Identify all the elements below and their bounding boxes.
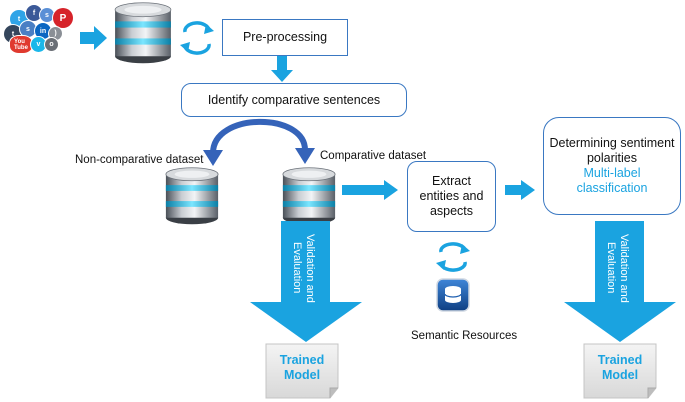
validation-right-line-1: Validation and bbox=[618, 233, 630, 303]
comparative-database-icon bbox=[282, 167, 336, 225]
trained-model-doc-right bbox=[583, 343, 657, 399]
identify-box: Identify comparative sentences bbox=[181, 83, 407, 117]
non-comparative-dataset-label: Non-comparative dataset bbox=[75, 154, 204, 166]
trained-model-right-line-1: Trained bbox=[597, 353, 643, 367]
trained-model-left-line-2: Model bbox=[283, 368, 321, 382]
extract-box: Extract entities and aspects bbox=[407, 161, 496, 232]
determining-box: Determining sentiment polarities Multi-l… bbox=[543, 117, 681, 215]
multilabel-line-1: Multi-label bbox=[583, 166, 641, 180]
message-icon: s bbox=[20, 21, 36, 37]
validation-left-line-1: Validation and bbox=[304, 233, 316, 303]
trained-model-label-right: Trained Model bbox=[590, 353, 650, 383]
extract-line-3: aspects bbox=[429, 204, 474, 218]
validation-arrow-right bbox=[564, 221, 676, 342]
preprocessing-label: Pre-processing bbox=[242, 30, 328, 44]
non-comparative-database-icon bbox=[165, 167, 219, 225]
multilabel-line-2: classification bbox=[576, 181, 648, 195]
validation-arrow-left bbox=[250, 221, 362, 342]
validation-left-line-2: Evaluation bbox=[291, 242, 303, 294]
arrow-pre-to-identify bbox=[271, 54, 293, 82]
arrow-comparative-to-extract bbox=[342, 180, 398, 200]
semantic-resources-icon bbox=[436, 278, 470, 312]
split-curve bbox=[210, 118, 308, 154]
arrow-extract-to-determining bbox=[505, 180, 535, 200]
globe-icon: o bbox=[45, 38, 58, 51]
comparative-dataset-label: Comparative dataset bbox=[320, 150, 427, 162]
validation-label-left: Validation and Evaluation bbox=[290, 228, 316, 308]
linkedin-icon: in bbox=[35, 23, 51, 39]
identify-label: Identify comparative sentences bbox=[207, 92, 381, 107]
rss-icon: ) bbox=[49, 27, 62, 40]
preprocessing-box: Pre-processing bbox=[222, 19, 348, 56]
semantic-resources-label: Semantic Resources bbox=[411, 330, 518, 342]
determining-line-1: Determining sentiment bbox=[549, 136, 675, 150]
trained-model-left-line-1: Trained bbox=[279, 353, 325, 367]
chat-icon: s bbox=[40, 8, 54, 22]
pinterest-icon: P bbox=[53, 8, 73, 28]
vimeo-icon: v bbox=[31, 37, 46, 52]
trained-model-label-left: Trained Model bbox=[272, 353, 332, 383]
facebook-icon: f bbox=[26, 5, 42, 21]
trained-model-doc-left bbox=[265, 343, 339, 399]
extract-line-1: Extract bbox=[432, 174, 471, 188]
extract-line-2: entities and bbox=[419, 189, 484, 203]
trained-model-right-line-2: Model bbox=[601, 368, 639, 382]
determining-line-2: polarities bbox=[586, 151, 638, 165]
validation-label-right: Validation and Evaluation bbox=[604, 228, 630, 308]
validation-right-line-2: Evaluation bbox=[605, 242, 617, 294]
arrow-social-to-db bbox=[80, 26, 107, 50]
source-database-icon bbox=[114, 2, 172, 64]
